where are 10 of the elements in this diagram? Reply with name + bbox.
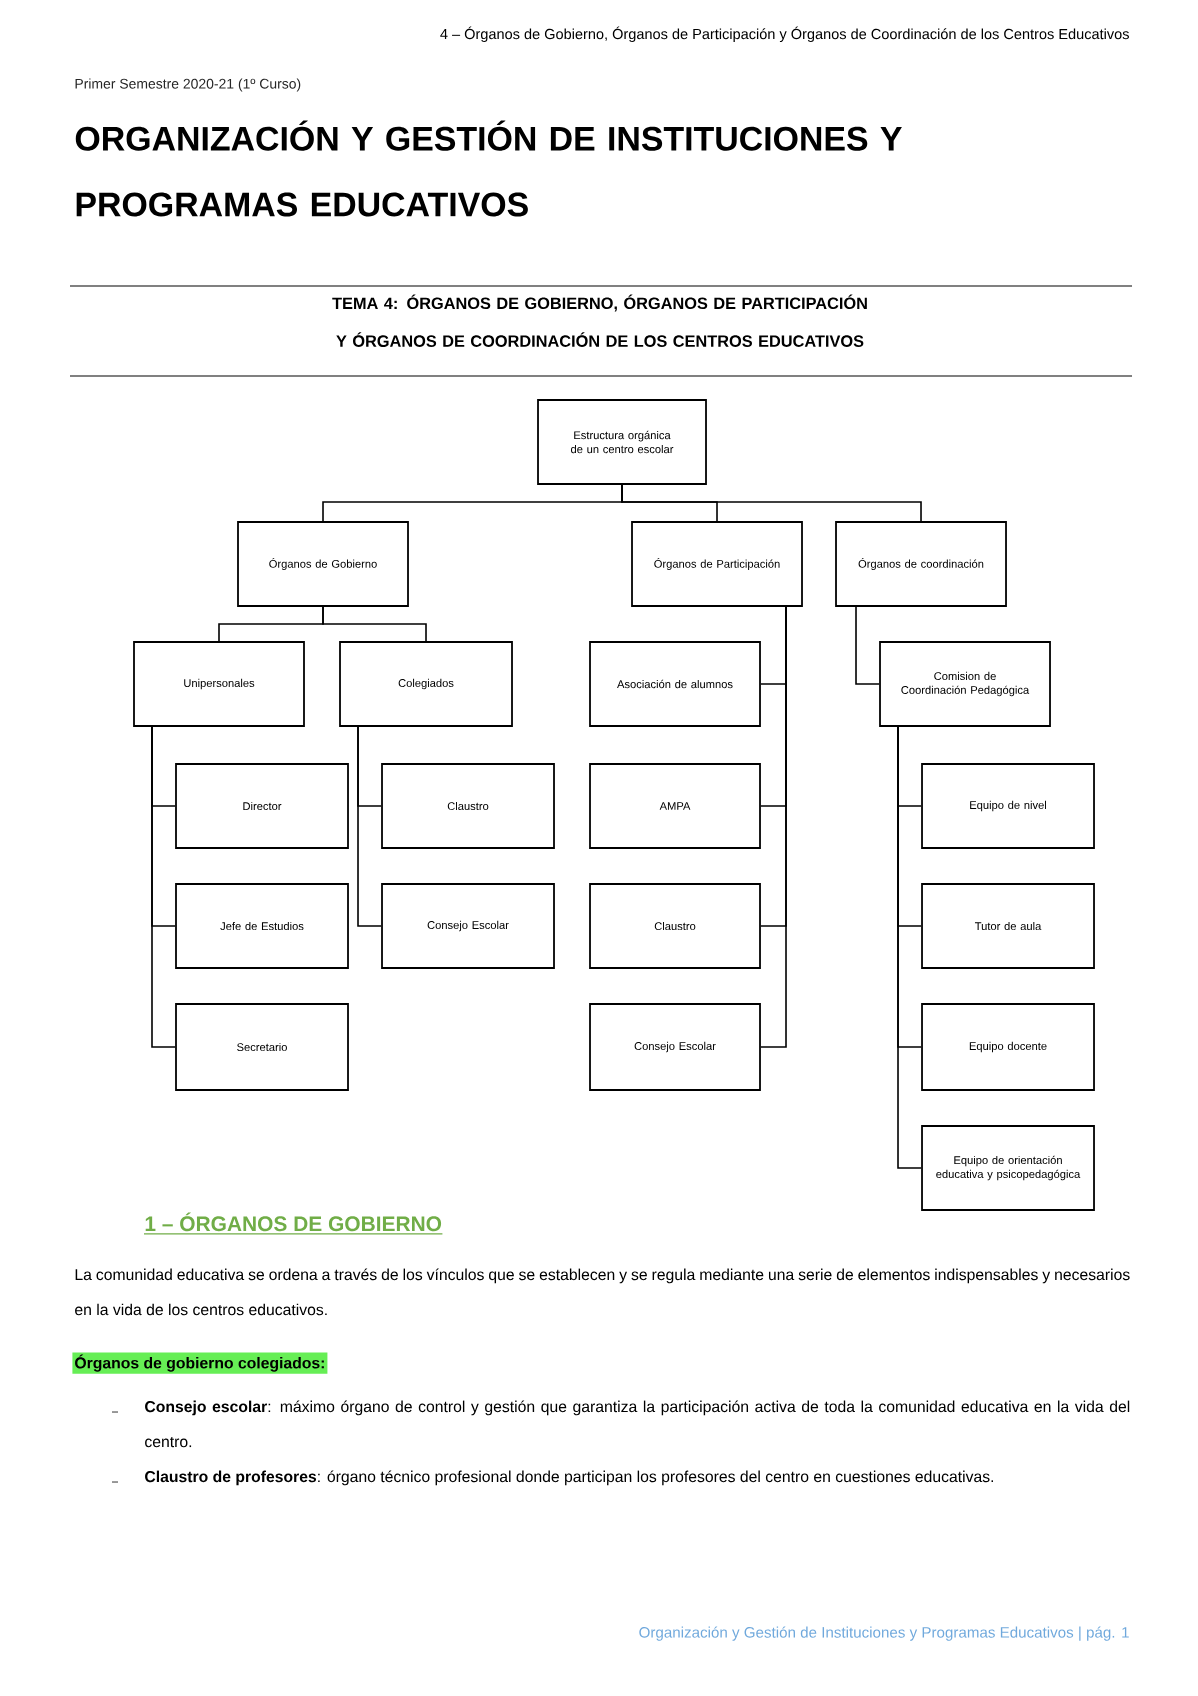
connector [897,726,922,1169]
connector [357,726,382,927]
topic-heading: TEMA 4: ÓRGANOS DE GOBIERNO, ÓRGANOS DE PARTICIPACIÓN Y ÓRGANOS DE COORDINACIÓN DE LOS CENTROS EDUCATIVOS [332,294,867,347]
connector [621,484,922,522]
connector [322,606,427,642]
page-title: ORGANIZACIÓN Y GESTIÓN DE INSTITUCIONES Y PROGRAMAS EDUCATIVOS [75,120,902,217]
connector [151,726,176,1048]
connector [760,606,787,1048]
section-heading: 1 – ÓRGANOS DE GOBIERNO [145,1212,442,1232]
connector [855,606,880,685]
